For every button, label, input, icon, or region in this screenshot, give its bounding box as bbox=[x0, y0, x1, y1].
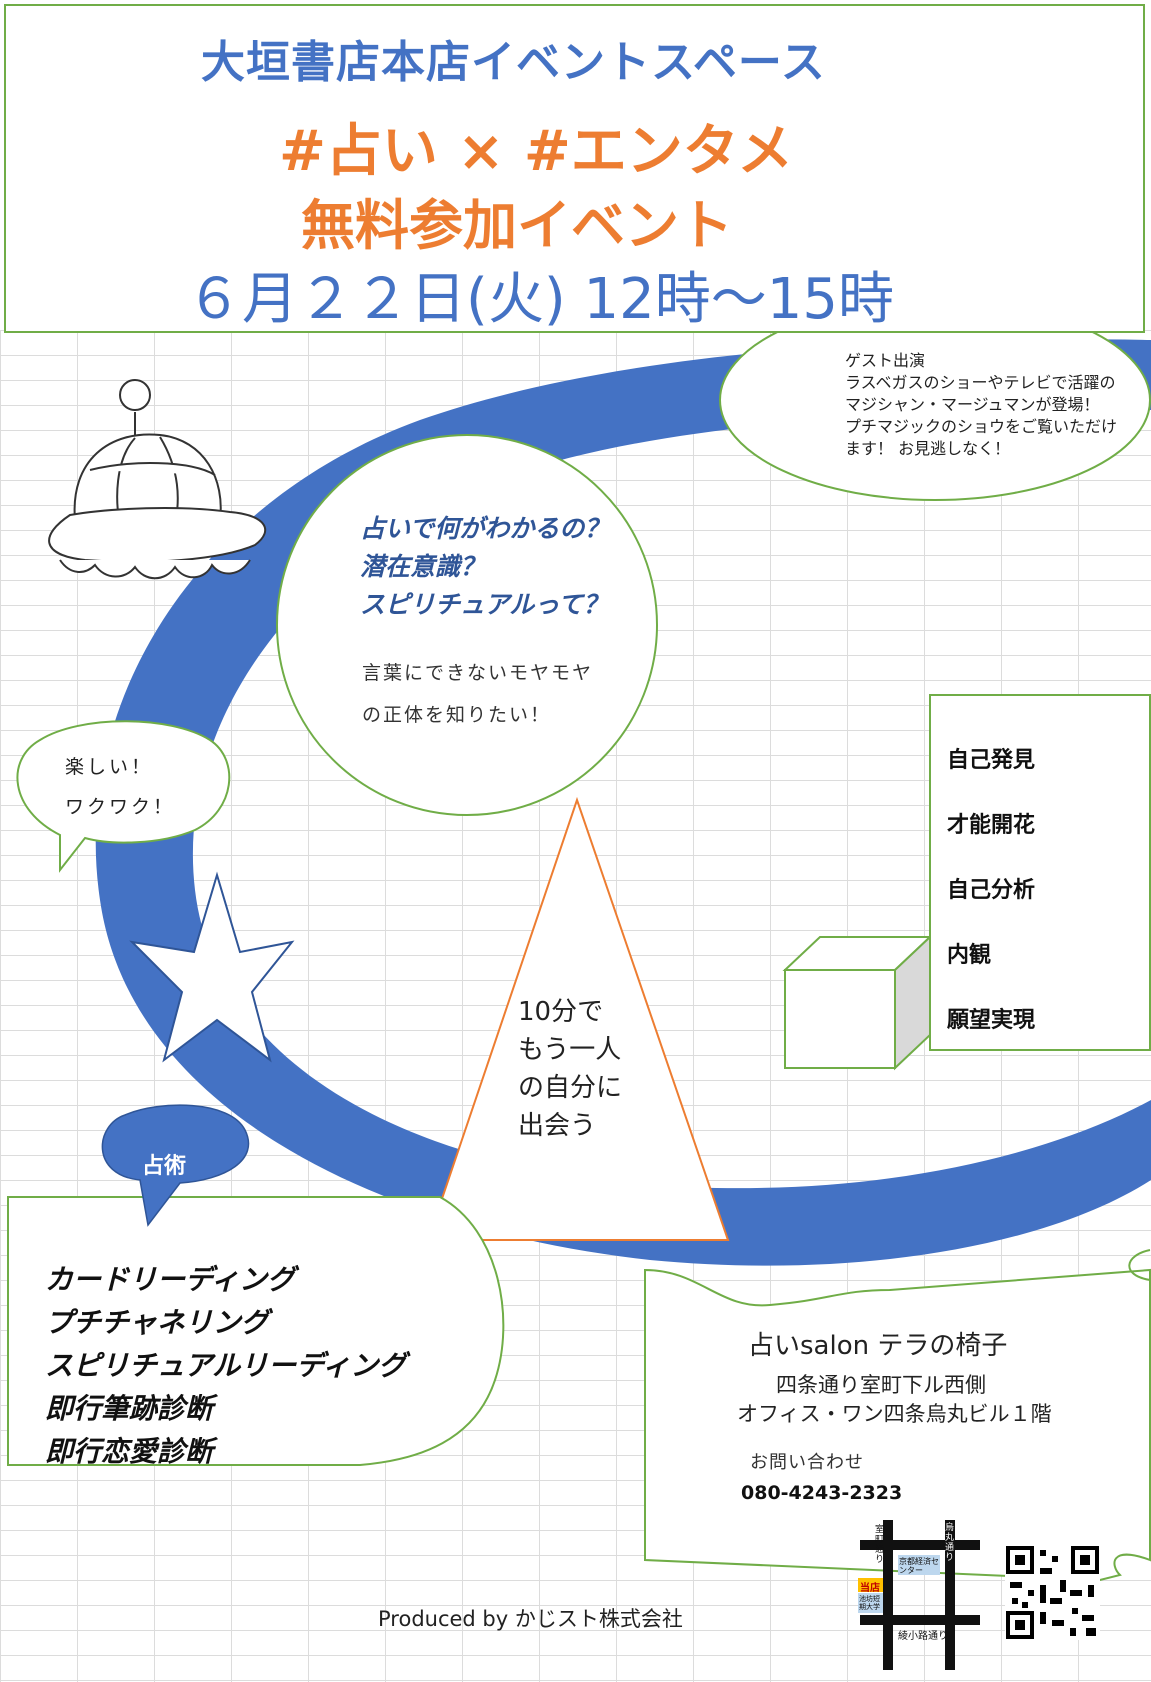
event-type: 無料参加イベント bbox=[301, 194, 733, 257]
method-item: 即行筆跡診断 bbox=[45, 1392, 214, 1425]
subtext-line: の正体を知りたい！ bbox=[362, 704, 552, 726]
methods-label: 占術 bbox=[142, 1154, 187, 1179]
benefit-item: 才能開花 bbox=[947, 813, 1036, 838]
fun-bubble-text: 楽しい！ ワクワク！ bbox=[65, 747, 175, 827]
triangle-line: 出会う bbox=[518, 1111, 597, 1141]
map-school: 池坊短期大学 bbox=[859, 1595, 880, 1611]
fun-line: 楽しい！ bbox=[65, 756, 154, 778]
benefits-list: 自己発見 才能開花 自己分析 内観 願望実現 bbox=[947, 728, 1035, 1053]
method-item: スピリチュアルリーディング bbox=[45, 1349, 407, 1382]
fun-line: ワクワク！ bbox=[65, 796, 176, 818]
guest-info: ゲスト出演 ラスベガスのショーやテレビで活躍の マジシャン・マージュマンが登場！… bbox=[845, 350, 1117, 460]
guest-title: ゲスト出演 bbox=[845, 351, 926, 370]
event-datetime: ６月２２日(火) 12時～15時 bbox=[186, 267, 895, 332]
triangle-shape bbox=[426, 796, 730, 1241]
guest-line: ラスベガスのショーやテレビで活躍の bbox=[845, 373, 1116, 392]
venue-title: 大垣書店本店イベントスペース bbox=[201, 37, 826, 88]
center-circle-shape bbox=[276, 434, 658, 816]
salon-address-1: 四条通り室町下ル西側 bbox=[776, 1373, 986, 1397]
guest-line: ます！ お見逃しなく！ bbox=[845, 439, 1011, 458]
phone-number: 080-4243-2323 bbox=[741, 1482, 903, 1504]
methods-list: カードリーディング プチチャネリング スピリチュアルリーディング 即行筆跡診断 … bbox=[45, 1258, 406, 1473]
benefit-item: 自己分析 bbox=[947, 878, 1036, 903]
triangle-line: もう一人 bbox=[518, 1035, 622, 1065]
blue-ring bbox=[95, 339, 1151, 1266]
triangle-text: 10分で もう一人 の自分に 出会う bbox=[518, 993, 622, 1145]
guest-line: プチマジックのショウをご覧いただけ bbox=[845, 417, 1118, 436]
tagline: #占い × #エンタメ bbox=[279, 119, 794, 184]
question-line: スピリチュアルって？ bbox=[360, 590, 609, 619]
triangle-line: 10分で bbox=[518, 997, 604, 1027]
fun-bubble-shape bbox=[16, 720, 231, 873]
map-building: 京都経済センター bbox=[899, 1557, 939, 1575]
question-line: 占いで何がわかるの？ bbox=[360, 514, 610, 543]
producer-credit: Produced by かじスト株式会社 bbox=[378, 1607, 683, 1631]
star-shape bbox=[129, 871, 295, 1063]
cube-shape bbox=[782, 934, 933, 1071]
method-item: 即行恋愛診断 bbox=[45, 1435, 214, 1468]
subtext-line: 言葉にできないモヤモヤ bbox=[362, 662, 594, 684]
method-item: プチチャネリング bbox=[45, 1306, 269, 1339]
salon-address-2: オフィス・ワン四条烏丸ビル１階 bbox=[737, 1402, 1052, 1426]
question-line: 潜在意識？ bbox=[360, 552, 486, 581]
map-street-muromachi: 室町通り bbox=[875, 1525, 885, 1565]
benefit-item: 自己発見 bbox=[947, 748, 1036, 773]
map-street-ayanokoji: 綾小路通り bbox=[898, 1631, 948, 1642]
triangle-line: の自分に bbox=[518, 1073, 623, 1103]
map-street-karasuma: 烏丸通り bbox=[945, 1523, 955, 1563]
method-item: カードリーディング bbox=[45, 1263, 296, 1296]
header-banner: 大垣書店本店イベントスペース #占い × #エンタメ 無料参加イベント ６月２２… bbox=[4, 4, 1145, 333]
center-questions: 占いで何がわかるの？ 潜在意識？ スピリチュアルって？ bbox=[360, 510, 609, 624]
methods-label-shape bbox=[101, 1104, 250, 1227]
map-shop: 当店 bbox=[860, 1583, 880, 1594]
map-graphic bbox=[858, 1520, 980, 1670]
methods-box-shape bbox=[7, 1196, 505, 1466]
ufo-drawing bbox=[48, 379, 267, 580]
benefit-item: 内観 bbox=[947, 943, 992, 968]
benefits-box-shape bbox=[929, 694, 1151, 1051]
salon-box-shape bbox=[644, 1268, 1151, 1582]
benefit-item: 願望実現 bbox=[947, 1008, 1036, 1033]
guest-line: マジシャン・マージュマンが登場！ bbox=[845, 395, 1100, 414]
center-subtext: 言葉にできないモヤモヤ の正体を知りたい！ bbox=[362, 652, 593, 736]
salon-name: 占いsalon テラの椅子 bbox=[748, 1331, 1008, 1361]
qr-code bbox=[1005, 1545, 1100, 1640]
contact-label: お問い合わせ bbox=[750, 1452, 864, 1473]
